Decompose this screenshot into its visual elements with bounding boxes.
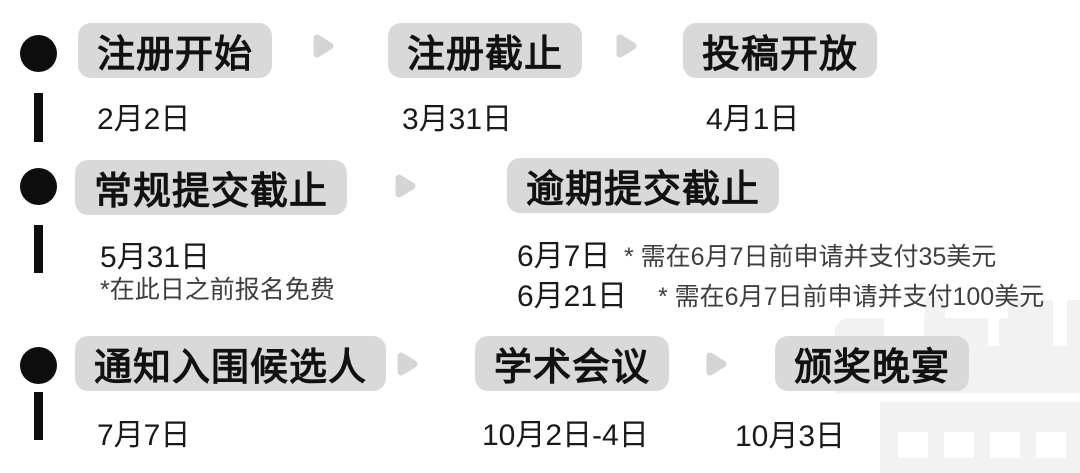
- timeline-tick-1: [34, 93, 43, 142]
- building-window-1: [898, 432, 928, 458]
- arrow-right-icon: [616, 34, 637, 58]
- milestone-badge-conference: 学术会议: [475, 336, 670, 391]
- building-window-3: [990, 432, 1020, 458]
- milestone-label: 注册开始: [97, 34, 254, 76]
- milestone-date: 2月2日: [97, 103, 191, 136]
- milestone-date: 7月7日: [97, 419, 191, 452]
- timeline-tick-2: [34, 225, 43, 273]
- milestone-note: * 需在6月7日前申请并支付100美元: [658, 283, 1045, 311]
- milestone-badge-regular-deadline: 常规提交截止: [75, 160, 348, 215]
- milestone-note: * 需在6月7日前申请并支付35美元: [624, 243, 997, 271]
- arrow-right-icon: [397, 352, 418, 376]
- milestone-date: 6月21日: [517, 280, 628, 313]
- milestone-date: 5月31日: [100, 241, 211, 274]
- milestone-date: 3月31日: [402, 103, 513, 136]
- building-tower: [925, 297, 945, 344]
- milestone-badge-registration-close: 注册截止: [388, 23, 583, 78]
- milestone-date: 10月2日-4日: [482, 419, 649, 452]
- milestone-badge-late-deadline: 逾期提交截止: [507, 158, 780, 213]
- milestone-note: *在此日之前报名免费: [100, 276, 335, 304]
- building-band: [835, 393, 1080, 402]
- milestone-label: 投稿开放: [702, 34, 859, 76]
- milestone-label: 逾期提交截止: [526, 169, 761, 211]
- milestone-badge-finalists-notified: 通知入围候选人: [75, 336, 387, 391]
- milestone-label: 通知入围候选人: [94, 347, 368, 389]
- timeline-dot-3: [20, 347, 57, 384]
- milestone-badge-submission-open: 投稿开放: [683, 23, 878, 78]
- milestone-badge-registration-open: 注册开始: [78, 23, 273, 78]
- arrow-right-icon: [706, 352, 727, 376]
- milestone-label: 学术会议: [494, 347, 651, 389]
- arrow-right-icon: [313, 34, 334, 58]
- arrow-right-icon: [395, 174, 416, 198]
- milestone-label: 颁奖晚宴: [794, 347, 951, 389]
- building-slit-1: [988, 318, 999, 346]
- building-window-4: [1036, 432, 1066, 458]
- milestone-label: 注册截止: [407, 34, 564, 76]
- milestone-date: 10月3日: [735, 420, 846, 453]
- milestone-badge-awards-dinner: 颁奖晚宴: [775, 336, 970, 391]
- milestone-date: 4月1日: [706, 103, 800, 136]
- milestone-label: 常规提交截止: [94, 171, 329, 213]
- timeline-tick-3: [34, 392, 43, 440]
- building-slit-2: [1053, 300, 1067, 346]
- building-window-2: [944, 432, 974, 458]
- milestone-date: 6月7日: [517, 240, 611, 273]
- timeline-dot-2: [20, 168, 57, 205]
- timeline-dot-1: [20, 35, 57, 72]
